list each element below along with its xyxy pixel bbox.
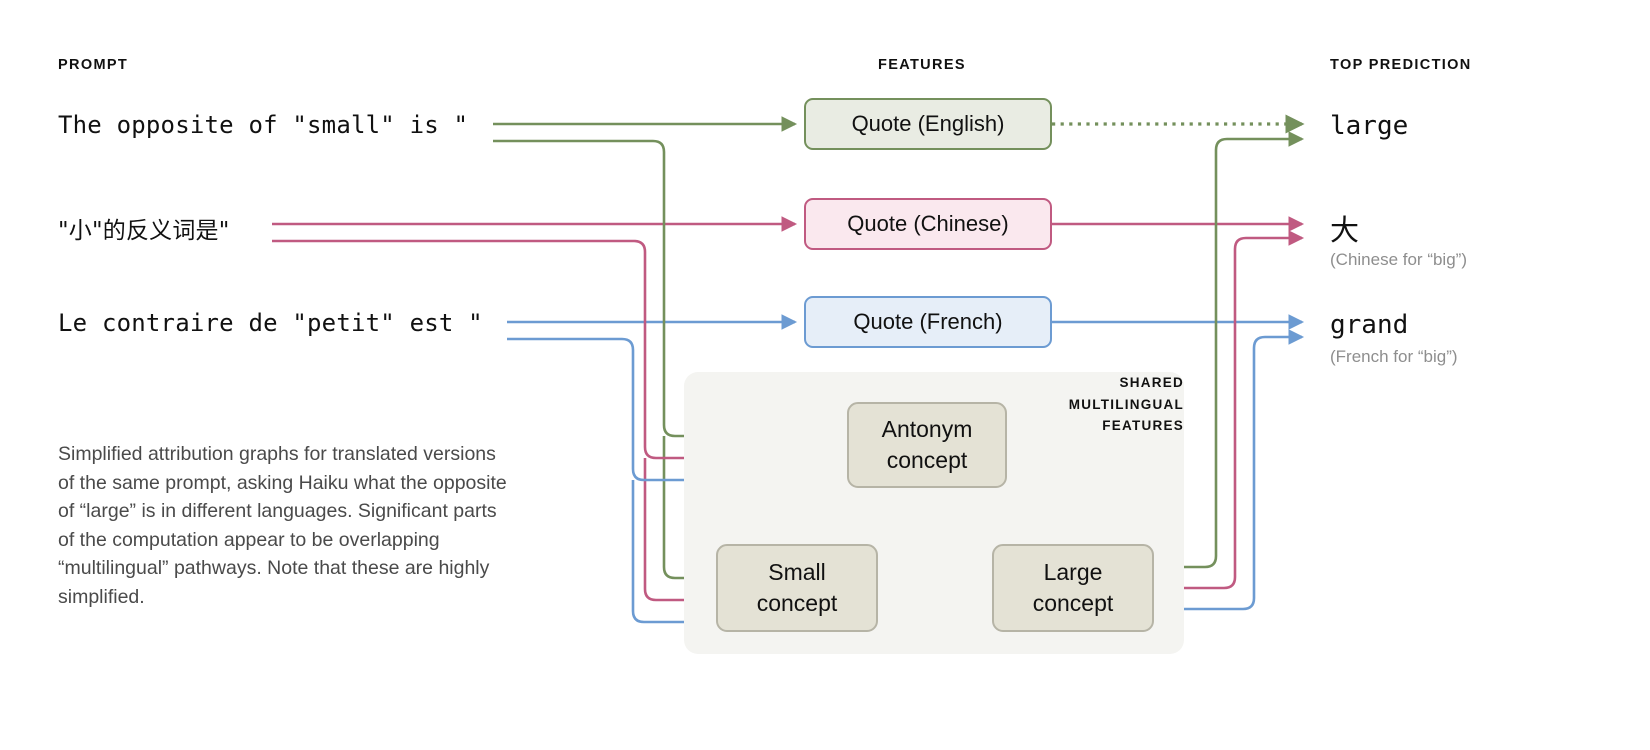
prediction-grand-note: (French for “big”) (1330, 347, 1458, 366)
concept-antonym-line-2: concept (886, 447, 968, 473)
prediction-da: 大 (1330, 213, 1360, 247)
concept-antonym[interactable]: Antonym concept (847, 402, 1007, 488)
concept-small[interactable]: Small concept (716, 544, 878, 632)
concept-large-line-2: concept (1032, 590, 1114, 616)
edge-large-concept-to-large (1154, 131, 1305, 569)
shared-features-label: SHARED MULTILINGUAL FEATURES (1004, 372, 1184, 437)
prediction-grand: grand (1330, 310, 1409, 340)
edge-chinese-to-small (643, 458, 711, 608)
feature-quote-chinese[interactable]: Quote (Chinese) (804, 198, 1052, 250)
edge-large-concept-to-da (1154, 230, 1305, 590)
column-header-prompt: PROMPT (58, 57, 129, 73)
edge-french-trunk (507, 337, 841, 488)
edge-english-trunk (493, 139, 841, 444)
shared-label-line-1: SHARED (1119, 375, 1184, 390)
edge-english-to-small (662, 436, 711, 586)
shared-label-line-3: FEATURES (1102, 418, 1184, 433)
concept-small-line-2: concept (756, 590, 838, 616)
edge-french-to-small (631, 480, 711, 630)
prompt-english: The opposite of "small" is " (58, 111, 469, 139)
feature-quote-english[interactable]: Quote (English) (804, 98, 1052, 150)
figure-caption: Simplified attribution graphs for transl… (58, 443, 507, 608)
concept-small-line-1: Small (768, 559, 826, 585)
feature-quote-french-label: Quote (French) (853, 309, 1003, 334)
prompt-french: Le contraire de "petit" est " (58, 309, 483, 337)
concept-large-line-1: Large (1043, 559, 1103, 585)
concept-antonym-line-1: Antonym (881, 416, 973, 442)
edge-chinese-trunk (272, 239, 841, 466)
prediction-da-note: (Chinese for “big”) (1330, 250, 1467, 269)
feature-quote-french[interactable]: Quote (French) (804, 296, 1052, 348)
feature-quote-english-label: Quote (English) (851, 111, 1005, 136)
edge-large-concept-to-grand (1154, 329, 1305, 611)
column-header-top-prediction: TOP PREDICTION (1330, 57, 1472, 73)
concept-large[interactable]: Large concept (992, 544, 1154, 632)
prediction-large: large (1330, 111, 1409, 141)
shared-label-line-2: MULTILINGUAL (1068, 396, 1184, 412)
prompt-chinese: "小"的反义词是" (58, 218, 230, 244)
column-header-features: FEATURES (878, 57, 966, 73)
feature-quote-chinese-label: Quote (Chinese) (847, 211, 1009, 236)
